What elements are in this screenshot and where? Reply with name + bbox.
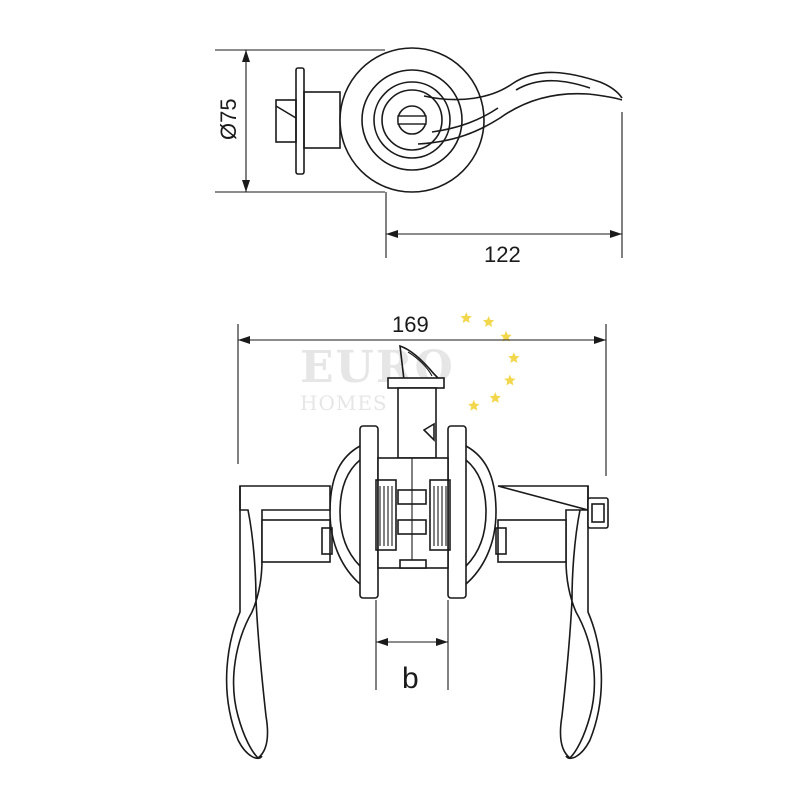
top-view: Ø75 122 xyxy=(215,47,623,267)
watermark-stars xyxy=(460,312,520,411)
watermark-star xyxy=(500,330,512,342)
dimension-overall-width: 169 xyxy=(392,312,429,337)
watermark-star xyxy=(468,399,480,411)
front-view: 169 xyxy=(225,312,609,760)
watermark-star xyxy=(508,352,520,363)
watermark-star xyxy=(489,392,501,403)
watermark-star xyxy=(504,374,516,386)
dimension-diameter: Ø75 xyxy=(216,98,241,140)
watermark-homes: HOMES xyxy=(300,391,388,415)
watermark-star xyxy=(460,312,472,323)
dimension-lever-length: 122 xyxy=(484,242,521,267)
watermark-star xyxy=(482,316,495,327)
dimension-door-thickness: b xyxy=(402,662,419,695)
